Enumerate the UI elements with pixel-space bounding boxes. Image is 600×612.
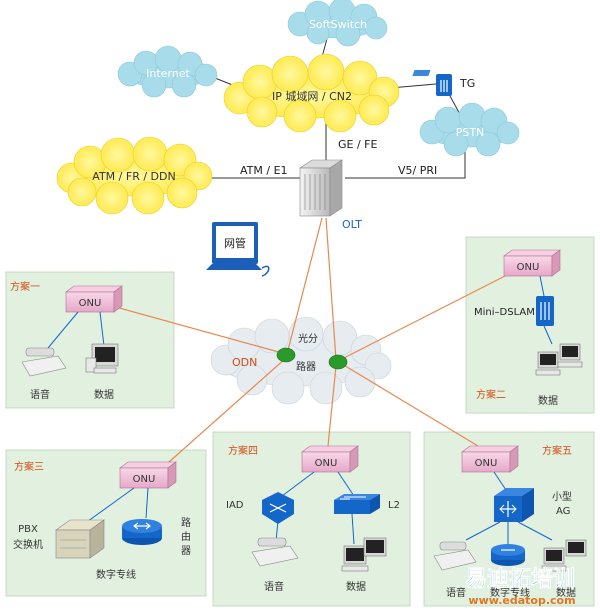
internet-cloud: Internet	[117, 45, 218, 98]
tg-label: TG	[459, 77, 475, 90]
scheme-4-l2-label: L2	[388, 500, 400, 511]
atm-cloud: ATM / FR / DDN	[56, 136, 213, 215]
watermark-brand: 易迪拓培训	[465, 566, 575, 592]
scheme-5-data-label: 数据	[556, 586, 576, 599]
scheme-3-router-char-1: 路	[181, 516, 191, 529]
scheme-2-title: 方案二	[476, 388, 506, 401]
scheme-3-router-char-3: 器	[181, 545, 191, 557]
scheme-5-ag-label-2: AG	[556, 506, 570, 517]
scheme-5-line-label: 数字专线	[490, 586, 530, 599]
scheme-1-onu-icon: ONU	[65, 285, 123, 313]
internet-label: Internet	[146, 67, 190, 80]
scheme-3-onu-label: ONU	[133, 474, 156, 485]
nms-label: 网管	[224, 236, 246, 250]
v5-pri-label: V5/ PRI	[398, 164, 437, 177]
scheme-3-title: 方案三	[14, 460, 44, 473]
ip-metro-cloud: IP 城域网 / CN2	[223, 53, 400, 133]
panel-scheme-2	[465, 236, 595, 414]
watermark: 易迪拓培训 www.edatop.com	[465, 566, 576, 607]
scheme-5-ag-icon	[494, 488, 534, 522]
scheme-1-onu-label: ONU	[79, 298, 102, 309]
scheme-1-data-label: 数据	[94, 388, 114, 401]
scheme-3-line-label: 数字专线	[96, 568, 136, 581]
fiber-links	[111, 217, 506, 471]
tg-device-icon	[412, 70, 452, 96]
splitter-icon	[276, 347, 348, 370]
scheme-1-computer-icon	[85, 343, 119, 374]
olt-icon	[299, 159, 343, 217]
scheme-3-router-icon	[122, 519, 162, 545]
scheme-4-onu-icon: ONU	[301, 445, 359, 473]
scheme-2-dslam-icon	[536, 296, 554, 326]
scheme-1-phone-icon	[21, 347, 67, 377]
scheme-2-dslam-label: Mini–DSLAM	[474, 307, 535, 318]
scheme-4-phone-icon	[251, 537, 299, 567]
scheme-4-onu-label: ONU	[315, 458, 338, 469]
scheme-5: 方案五 ONU 小型 AG	[433, 444, 587, 599]
fiber-scheme-1	[111, 305, 287, 355]
scheme-4-l2-switch-icon	[334, 494, 380, 514]
scheme-1-title: 方案一	[10, 280, 40, 293]
scheme-5-ag-label-1: 小型	[552, 490, 572, 503]
scheme-1: 方案一 ONU 语音 数据	[10, 280, 123, 401]
atm-label: ATM / FR / DDN	[92, 170, 175, 183]
scheme-3-onu-icon: ONU	[119, 461, 177, 489]
scheme-5-onu-icon: ONU	[461, 445, 519, 473]
scheme-4: 方案四 ONU IAD L2	[226, 444, 400, 593]
fiber-scheme-5	[341, 363, 479, 447]
scheme-2-computer-icon	[535, 343, 583, 376]
nms-monitor-icon	[206, 222, 270, 277]
link-olt-pstn	[345, 148, 466, 179]
olt-label: OLT	[342, 218, 362, 231]
scheme-2-onu-label: ONU	[517, 262, 540, 273]
scheme-5-router-icon	[491, 544, 525, 566]
scheme-3-router-char-2: 由	[181, 530, 191, 543]
softswitch-label: SoftSwitch	[309, 18, 367, 31]
scheme-2: ONU Mini–DSLAM 方案二 数据	[474, 249, 583, 407]
watermark-url: www.edatop.com	[468, 594, 575, 607]
splitter-label-line-1: 光分	[298, 332, 318, 345]
ip-metro-label: IP 城域网 / CN2	[272, 90, 352, 103]
scheme-5-title: 方案五	[542, 444, 572, 457]
pstn-cloud: PSTN	[419, 102, 520, 157]
atm-e1-label: ATM / E1	[240, 164, 288, 177]
fiber-scheme-3	[159, 357, 287, 471]
fiber-scheme-2	[339, 275, 506, 361]
scheme-3-pbx-label-1: PBX	[18, 524, 38, 535]
softswitch-cloud: SoftSwitch	[287, 0, 388, 47]
scheme-5-voice-label: 语音	[446, 586, 466, 599]
scheme-5-phone-icon	[433, 541, 477, 571]
scheme-4-voice-label: 语音	[264, 580, 284, 593]
splitter-label-line-2: 路器	[296, 360, 316, 373]
scheme-2-onu-icon: ONU	[503, 249, 561, 277]
scheme-3: 方案三 ONU PBX 交换机 路 由 器 数字专线	[13, 460, 191, 581]
scheme-4-computer-icon	[341, 537, 387, 572]
fiber-olt-splitter-1	[287, 217, 323, 351]
scheme-4-data-label: 数据	[346, 580, 366, 593]
fiber-scheme-4	[327, 365, 337, 447]
pstn-label: PSTN	[456, 126, 485, 139]
scheme-2-data-label: 数据	[538, 394, 558, 407]
ge-fe-label: GE / FE	[338, 138, 378, 151]
odn-label: ODN	[232, 356, 257, 369]
fiber-olt-splitter-2	[325, 217, 337, 361]
scheme-5-computer-icon	[541, 539, 587, 572]
scheme-5-onu-label: ONU	[475, 458, 498, 469]
scheme-4-iad-label: IAD	[226, 500, 244, 511]
scheme-3-pbx-label-2: 交换机	[13, 538, 43, 551]
scheme-4-iad-icon	[262, 492, 294, 524]
scheme-3-pbx-icon	[55, 519, 105, 559]
scheme-1-voice-label: 语音	[30, 388, 50, 401]
scheme-4-title: 方案四	[228, 444, 258, 457]
